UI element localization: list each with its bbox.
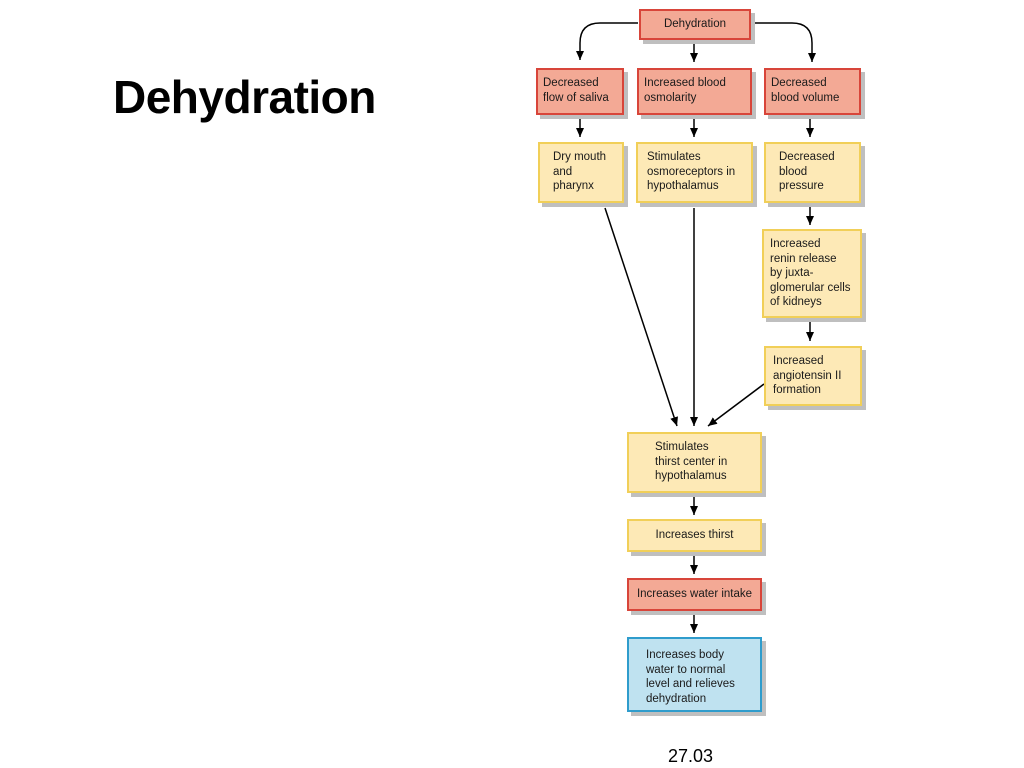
decreased-saliva-node: Decreased flow of saliva (536, 68, 624, 115)
figure-number: 27.03 (668, 746, 714, 766)
renin-release-node: Increased renin release by juxta- glomer… (762, 229, 862, 318)
angiotensin-node: Increased angiotensin II formation (764, 346, 862, 406)
increases-water-intake-node: Increases water intake (627, 578, 762, 611)
dehydration-node: Dehydration (639, 9, 751, 40)
increases-body-water-node: Increases body water to normal level and… (627, 637, 762, 712)
arrow-dehydration-to-volume (752, 22, 816, 62)
increases-thirst-node: Increases thirst (627, 519, 762, 552)
increased-osmolarity-node: Increased blood osmolarity (637, 68, 752, 115)
decreased-volume-node: Decreased blood volume (764, 68, 861, 115)
arrow-dehydration-to-saliva (576, 22, 638, 60)
arrow-angiotensin-to-thirst-center (707, 383, 765, 427)
dry-mouth-node: Dry mouth and pharynx (538, 142, 624, 203)
thirst-center-node: Stimulates thirst center in hypothalamus (627, 432, 762, 493)
arrow-drymouth-to-thirst-center (604, 207, 678, 427)
decreased-pressure-node: Decreased blood pressure (764, 142, 861, 203)
osmoreceptors-node: Stimulates osmoreceptors in hypothalamus (636, 142, 753, 203)
slide-title: Dehydration (113, 71, 376, 123)
